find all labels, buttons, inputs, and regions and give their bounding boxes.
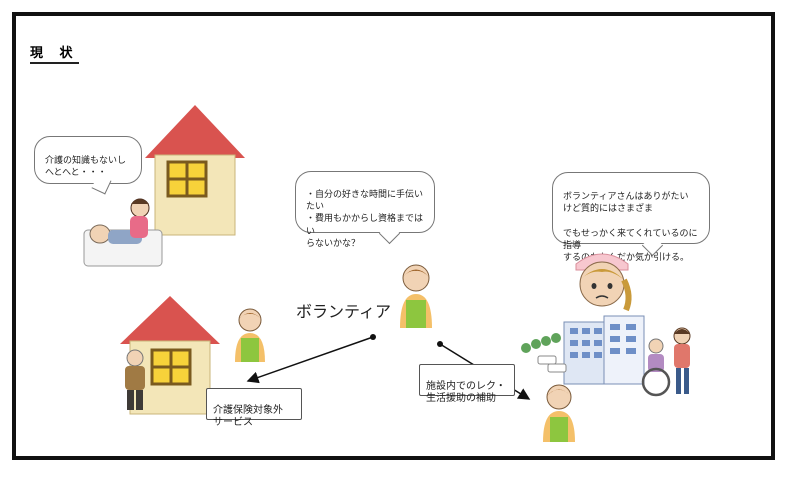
speech-bubble-home: 介護の知識もないし へとへと・・・ — [34, 136, 142, 184]
wheelchair-illustration — [641, 327, 691, 397]
speech-text-facility: ボランティアさんはありがたい けど質的にはさまざま でもせっかく来てくれているの… — [563, 192, 698, 263]
volunteer-home-figure — [235, 308, 265, 362]
speech-bubble-facility: ボランティアさんはありがたい けど質的にはさまざま でもせっかく来てくれているの… — [552, 172, 710, 263]
elderly-man-illustration — [125, 349, 145, 410]
volunteer-label: ボランティア — [296, 302, 392, 321]
facility-building — [521, 315, 645, 385]
facility-service-label: 施設内でのレク・ 生活援助の補助 — [426, 380, 506, 405]
home-service-box: 介護保険対象外 サービス — [206, 388, 302, 428]
bedridden-person-illustration — [83, 198, 163, 267]
nurse-illustration — [575, 253, 632, 312]
volunteer-figure — [400, 264, 432, 328]
speech-text-volunteer: ・自分の好きな時間に手伝い たい ・費用もかからし資格まではい らないかな？ — [306, 190, 424, 249]
page-title: 現 状 — [30, 42, 79, 64]
house-bottom-left — [120, 296, 220, 415]
volunteer-facility-figure — [543, 384, 575, 442]
house-top-left — [145, 105, 245, 236]
home-service-label: 介護保険対象外 サービス — [213, 404, 283, 429]
speech-bubble-volunteer: ・自分の好きな時間に手伝い たい ・費用もかからし資格まではい らないかな？ — [295, 171, 435, 249]
arrow-to-home — [246, 334, 376, 384]
speech-text-home: 介護の知識もないし へとへと・・・ — [45, 156, 127, 179]
facility-service-box: 施設内でのレク・ 生活援助の補助 — [419, 364, 515, 404]
